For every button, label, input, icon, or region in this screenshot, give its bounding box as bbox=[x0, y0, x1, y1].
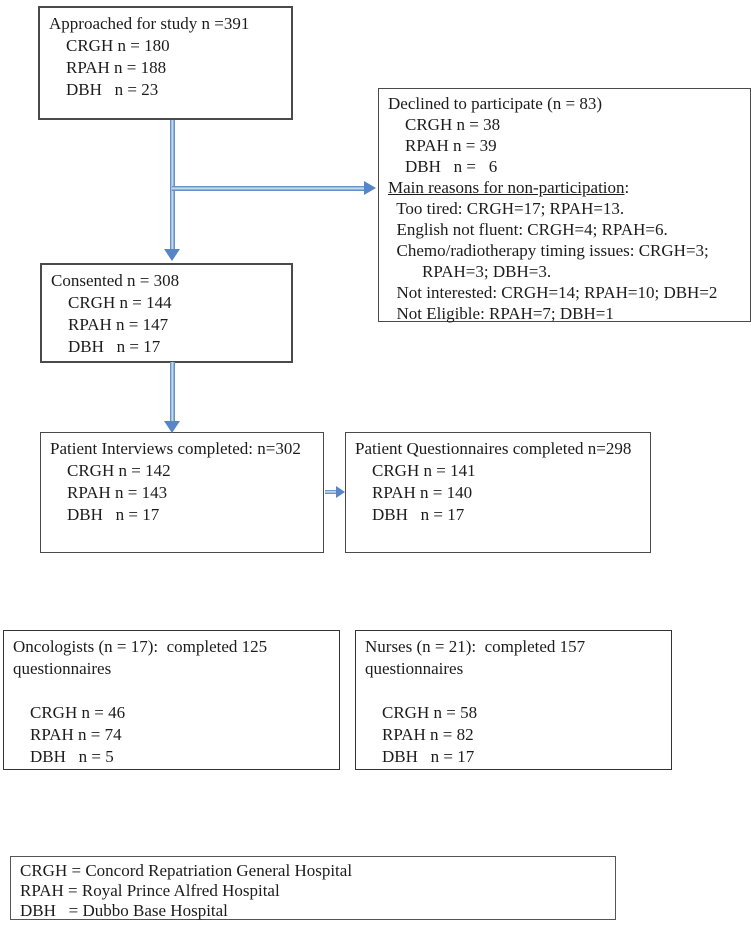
flow-line-interviews-to-questionnaires bbox=[325, 490, 337, 494]
text-line: CRGH n = 142 bbox=[50, 461, 171, 480]
text-line: Oncologists (n = 17): completed 125 bbox=[13, 637, 268, 656]
arrowhead-down-interviews-icon bbox=[164, 421, 180, 433]
text-line: DBH = Dubbo Base Hospital bbox=[20, 901, 228, 920]
text-line: CRGH = Concord Repatriation General Hosp… bbox=[20, 861, 353, 880]
text-line: CRGH n = 180 bbox=[49, 36, 170, 55]
text-line: RPAH n = 39 bbox=[388, 136, 497, 155]
text-line: CRGH n = 46 bbox=[13, 703, 126, 722]
text-line: CRGH n = 141 bbox=[355, 461, 476, 480]
text-line: Too tired: CRGH=17; RPAH=13. bbox=[388, 199, 625, 218]
text-line: RPAH n = 143 bbox=[50, 483, 168, 502]
arrowhead-right-declined-icon bbox=[364, 181, 376, 195]
arrowhead-down-consented-icon bbox=[164, 249, 180, 261]
text-line: CRGH n = 38 bbox=[388, 115, 501, 134]
text-line: Patient Interviews completed: n=302 bbox=[50, 439, 301, 458]
arrowhead-right-questionnaires-icon bbox=[336, 486, 345, 498]
text-line: RPAH n = 140 bbox=[355, 483, 473, 502]
declined-counts: Declined to participate (n = 83) CRGH n … bbox=[388, 93, 746, 177]
text-line: Not Eligible: RPAH=7; DBH=1 bbox=[388, 304, 614, 323]
main-reasons-heading-text: Main reasons for non-participation bbox=[388, 178, 625, 197]
text-line: questionnaires bbox=[13, 659, 112, 678]
consented-box: Consented n = 308 CRGH n = 144 RPAH n = … bbox=[40, 263, 293, 363]
text-line: DBH n = 5 bbox=[13, 747, 114, 766]
text-line: RPAH n = 74 bbox=[13, 725, 122, 744]
nurses-box: Nurses (n = 21): completed 157 questionna… bbox=[355, 630, 672, 770]
text-line: CRGH n = 58 bbox=[365, 703, 478, 722]
flow-line-consented-to-interviews bbox=[170, 362, 175, 421]
text-line: English not fluent: CRGH=4; RPAH=6. bbox=[388, 220, 668, 239]
main-reasons-heading-colon: : bbox=[624, 178, 630, 197]
flow-line-approached-to-consented bbox=[170, 120, 175, 249]
text-line: DBH n = 17 bbox=[355, 505, 465, 524]
text-line: DBH n = 23 bbox=[49, 80, 159, 99]
text-line: questionnaires bbox=[365, 659, 464, 678]
text-line bbox=[365, 680, 667, 702]
text-line: Declined to participate (n = 83) bbox=[388, 94, 602, 113]
text-line: Nurses (n = 21): completed 157 bbox=[365, 637, 586, 656]
main-reasons-heading: Main reasons for non-participation: bbox=[388, 177, 746, 198]
approached-box: Approached for study n =391 CRGH n = 180… bbox=[38, 6, 293, 120]
flow-line-to-declined bbox=[172, 186, 364, 191]
text-line: Consented n = 308 bbox=[51, 271, 180, 290]
text-line: DBH n = 17 bbox=[50, 505, 160, 524]
declined-reasons: Too tired: CRGH=17; RPAH=13. English not… bbox=[388, 198, 746, 324]
text-line: DBH n = 17 bbox=[51, 337, 161, 356]
text-line: CRGH n = 144 bbox=[51, 293, 172, 312]
patient-questionnaires-box: Patient Questionnaires completed n=298 C… bbox=[345, 432, 651, 553]
text-line: Not interested: CRGH=14; RPAH=10; DBH=2 bbox=[388, 283, 718, 302]
text-line: RPAH n = 147 bbox=[51, 315, 169, 334]
oncologists-box: Oncologists (n = 17): completed 125 quest… bbox=[3, 630, 340, 770]
text-line: Chemo/radiotherapy timing issues: CRGH=3… bbox=[388, 241, 709, 260]
text-line: DBH n = 17 bbox=[365, 747, 475, 766]
text-line: RPAH=3; DBH=3. bbox=[388, 262, 552, 281]
text-line: Approached for study n =391 bbox=[49, 14, 250, 33]
declined-box: Declined to participate (n = 83) CRGH n … bbox=[378, 88, 751, 324]
text-line: RPAH = Royal Prince Alfred Hospital bbox=[20, 881, 280, 900]
text-line: DBH n = 6 bbox=[388, 157, 498, 176]
text-line: RPAH n = 82 bbox=[365, 725, 474, 744]
text-line: RPAH n = 188 bbox=[49, 58, 167, 77]
text-line bbox=[13, 680, 335, 702]
legend-box: CRGH = Concord Repatriation General Hosp… bbox=[10, 856, 616, 920]
patient-interviews-box: Patient Interviews completed: n=302 CRGH… bbox=[40, 432, 324, 553]
text-line: Patient Questionnaires completed n=298 bbox=[355, 439, 632, 458]
